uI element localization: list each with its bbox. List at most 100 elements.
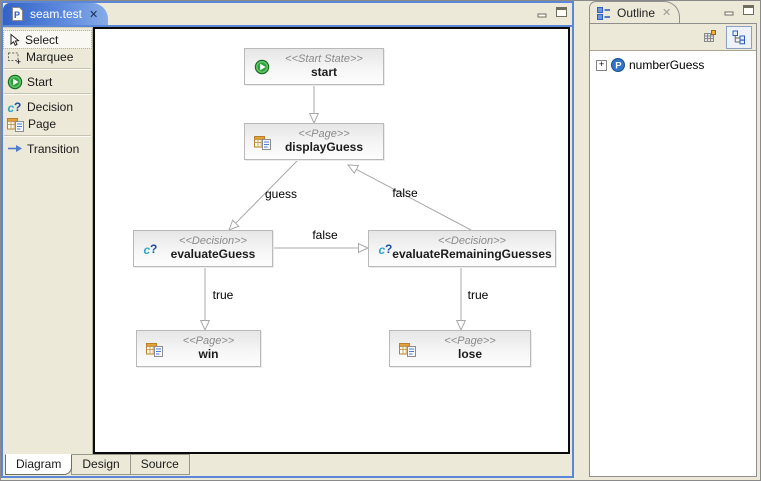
palette-tool-select[interactable]: Select bbox=[3, 30, 92, 49]
svg-text:?: ? bbox=[385, 242, 392, 256]
outline-body: + P numberGuess bbox=[589, 23, 757, 477]
node-stereotype: <<Start State>> bbox=[285, 53, 363, 66]
svg-text:?: ? bbox=[150, 242, 157, 256]
tab-design[interactable]: Design bbox=[71, 454, 131, 475]
tree-mode-button[interactable] bbox=[726, 25, 752, 49]
svg-text:c: c bbox=[144, 243, 151, 257]
minimize-icon[interactable] bbox=[536, 6, 549, 19]
transition-label-guess[interactable]: guess bbox=[264, 187, 298, 201]
transition-label-true[interactable]: true bbox=[212, 288, 234, 302]
decision-icon: c? bbox=[8, 100, 22, 115]
expand-plus-icon[interactable]: + bbox=[596, 59, 607, 71]
maximize-icon[interactable] bbox=[555, 6, 568, 19]
editor-tab-title: seam.test bbox=[30, 7, 83, 21]
node-lose[interactable]: <<Page>>lose bbox=[389, 330, 531, 367]
editor-window-controls bbox=[536, 6, 568, 19]
svg-text:P: P bbox=[615, 61, 622, 72]
editor-tab-strip: P seam.test ✕ bbox=[3, 3, 572, 27]
outline-toolbar bbox=[590, 24, 756, 51]
maximize-icon[interactable] bbox=[742, 4, 755, 17]
svg-text:c: c bbox=[379, 243, 386, 257]
node-name: evaluateRemainingGuesses bbox=[392, 246, 552, 261]
palette-tool-label: Decision bbox=[27, 99, 74, 114]
svg-text:c: c bbox=[8, 101, 15, 115]
close-icon[interactable]: ✕ bbox=[89, 8, 99, 21]
svg-text:P: P bbox=[14, 10, 20, 20]
palette-tool-label: Transition bbox=[27, 141, 80, 156]
transition-arrowhead bbox=[228, 219, 240, 231]
node-name: lose bbox=[457, 346, 482, 361]
node-stereotype: <<Decision>> bbox=[438, 235, 506, 248]
overview-mode-icon bbox=[704, 30, 716, 42]
editor-tab-seam-test[interactable]: P seam.test ✕ bbox=[3, 3, 109, 25]
transition-line[interactable] bbox=[235, 159, 299, 224]
editor-content: Select Marquee Start c? Decision Page bbox=[3, 27, 572, 454]
node-displayGuess[interactable]: <<Page>>displayGuess bbox=[244, 123, 384, 160]
tree-mode-icon bbox=[732, 30, 745, 45]
decision-icon: c ? bbox=[379, 242, 393, 257]
transition-arrowhead bbox=[455, 320, 467, 332]
close-icon[interactable]: ✕ bbox=[662, 7, 672, 19]
minimize-icon[interactable] bbox=[723, 4, 736, 17]
node-evaluateGuess[interactable]: c ? <<Decision>>evaluateGuess bbox=[133, 230, 273, 267]
node-name: start bbox=[310, 64, 337, 79]
outline-tab[interactable]: Outline ✕ bbox=[589, 1, 681, 23]
node-stereotype: <<Page>> bbox=[444, 335, 496, 348]
palette-separator bbox=[4, 93, 91, 95]
node-evaluateRemainingGuesses[interactable]: c ? <<Decision>>evaluateRemainingGuesses bbox=[368, 230, 556, 267]
tool-palette: Select Marquee Start c? Decision Page bbox=[3, 27, 93, 454]
transition-arrowhead bbox=[308, 113, 320, 125]
node-name: evaluateGuess bbox=[170, 246, 256, 261]
marquee-icon bbox=[8, 52, 21, 64]
palette-tool-page[interactable]: Page bbox=[4, 115, 91, 132]
node-stereotype: <<Page>> bbox=[182, 335, 235, 348]
node-stereotype: <<Decision>> bbox=[179, 235, 247, 248]
outline-view: Outline ✕ bbox=[589, 1, 757, 477]
node-name: win bbox=[198, 346, 219, 361]
page-icon bbox=[254, 135, 271, 150]
palette-tool-transition[interactable]: Transition bbox=[4, 140, 91, 157]
transition-icon bbox=[8, 145, 22, 152]
start-icon bbox=[7, 74, 23, 89]
overview-mode-button[interactable] bbox=[697, 26, 723, 49]
start-icon bbox=[254, 59, 270, 74]
page-icon bbox=[399, 342, 416, 357]
palette-tool-label: Select bbox=[25, 32, 59, 47]
palette-tool-label: Marquee bbox=[26, 49, 74, 64]
node-start[interactable]: <<Start State>>start bbox=[244, 48, 384, 85]
palette-separator bbox=[4, 68, 91, 70]
outline-tab-title: Outline bbox=[617, 5, 656, 20]
pageflow-node-icon: P bbox=[611, 58, 625, 72]
palette-tool-label: Page bbox=[28, 116, 57, 131]
outline-window-controls bbox=[723, 4, 755, 17]
select-icon bbox=[10, 32, 20, 46]
transition-line[interactable] bbox=[356, 168, 472, 231]
editor-page-tabs: Diagram Design Source bbox=[3, 454, 572, 476]
pageflow-file-icon: P bbox=[12, 7, 23, 21]
editor-part: P seam.test ✕ Select Marquee bbox=[1, 1, 574, 478]
page-icon bbox=[146, 342, 163, 357]
transition-label-false[interactable]: false bbox=[392, 186, 418, 200]
tree-item-label: numberGuess bbox=[629, 58, 705, 72]
page-icon bbox=[7, 117, 24, 132]
tab-source[interactable]: Source bbox=[129, 454, 190, 475]
palette-separator bbox=[4, 135, 91, 137]
palette-tool-marquee[interactable]: Marquee bbox=[4, 48, 91, 65]
transition-label-false[interactable]: false bbox=[312, 228, 338, 242]
pageflow-diagram: <<Start State>>start <<Page>>displayGues… bbox=[95, 29, 568, 452]
outline-tab-strip: Outline ✕ bbox=[589, 1, 757, 23]
transition-arrowhead bbox=[346, 164, 360, 175]
transition-label-true[interactable]: true bbox=[467, 288, 489, 302]
transition-edges bbox=[199, 85, 472, 332]
node-win[interactable]: <<Page>>win bbox=[136, 330, 261, 367]
tree-item-numberguess[interactable]: + P numberGuess bbox=[590, 51, 756, 73]
tab-diagram[interactable]: Diagram bbox=[5, 454, 73, 475]
node-stereotype: <<Page>> bbox=[298, 128, 350, 141]
palette-tool-decision[interactable]: c? Decision bbox=[4, 98, 91, 115]
outline-icon bbox=[597, 6, 610, 20]
transition-arrowhead bbox=[358, 242, 370, 254]
palette-tool-start[interactable]: Start bbox=[4, 73, 91, 90]
palette-tool-label: Start bbox=[27, 74, 53, 89]
diagram-canvas[interactable]: <<Start State>>start <<Page>>displayGues… bbox=[93, 27, 570, 454]
outline-tree: + P numberGuess bbox=[590, 51, 756, 476]
